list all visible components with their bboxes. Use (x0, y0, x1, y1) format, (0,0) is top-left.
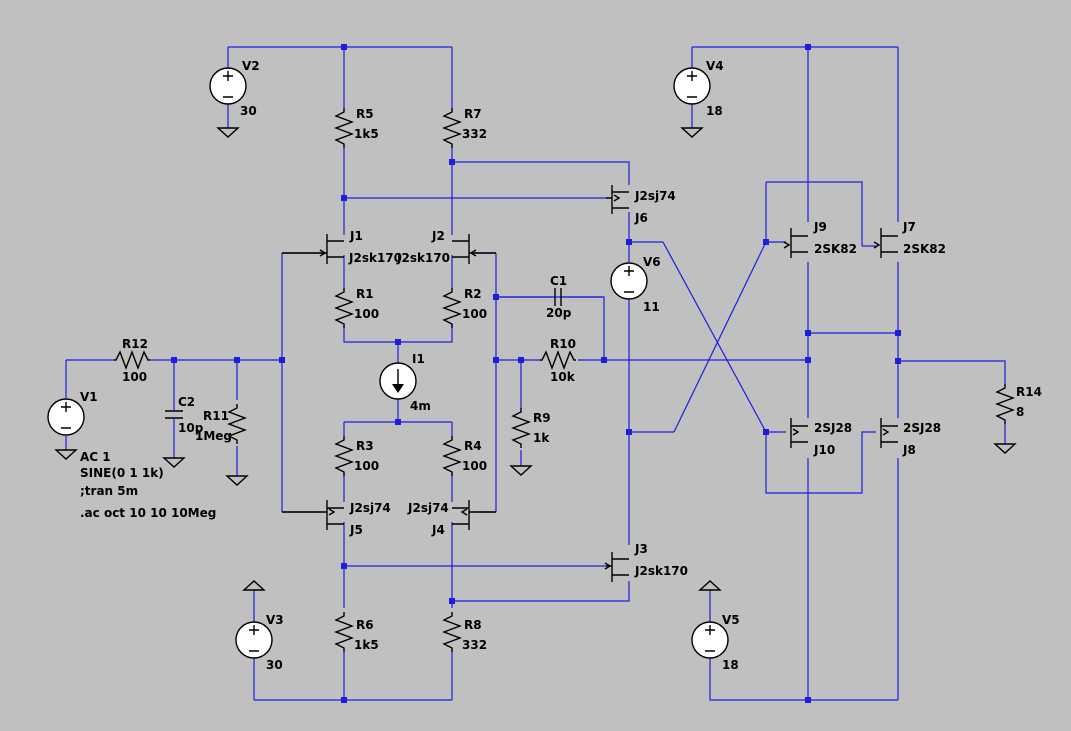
j10-model: 2SJ28 (814, 421, 852, 435)
r7-value: 332 (462, 127, 487, 141)
c1-value: 20p (546, 306, 572, 320)
v1-line-2: SINE(0 1 1k) (80, 466, 164, 480)
j7-name: J7 (902, 220, 916, 234)
j8-name: J8 (902, 443, 916, 457)
source-v1 (47, 398, 85, 460)
c2-value: 10p (178, 421, 204, 435)
j6-name: J6 (634, 211, 648, 225)
v1-line-3: ;tran 5m (80, 484, 138, 498)
labels: V2 30 V3 30 V4 18 V5 18 V6 11 V1 AC 1 SI… (80, 59, 1042, 672)
j2-model: J2sk170 (396, 251, 450, 265)
j4-name: J4 (431, 523, 445, 537)
r3-name: R3 (356, 439, 374, 453)
j5-model: J2sj74 (349, 501, 391, 515)
j3-name: J3 (634, 542, 648, 556)
r14-value: 8 (1016, 405, 1024, 419)
r4-value: 100 (462, 459, 487, 473)
wires (65, 46, 1006, 701)
j4-model: J2sj74 (407, 501, 449, 515)
r3-value: 100 (354, 459, 379, 473)
j1-model: J2sk170 (348, 251, 402, 265)
v5-value: 18 (722, 658, 739, 672)
v6-value: 11 (643, 300, 660, 314)
c1-name: C1 (550, 274, 567, 288)
c2-name: C2 (178, 395, 195, 409)
spice-directive: .ac oct 10 10 10Meg (80, 506, 216, 520)
ground-symbols (162, 443, 1017, 486)
v3-value: 30 (266, 658, 283, 672)
r5-value: 1k5 (354, 127, 379, 141)
r8-value: 332 (462, 638, 487, 652)
j9-name: J9 (813, 220, 827, 234)
resistors (114, 108, 1015, 652)
r12-value: 100 (122, 370, 147, 384)
v2-value: 30 (240, 104, 257, 118)
i1-value: 4m (410, 399, 431, 413)
source-v3 (235, 580, 273, 659)
source-v4 (673, 67, 711, 138)
source-v5 (691, 580, 729, 659)
r2-name: R2 (464, 287, 482, 301)
v1-name: V1 (80, 390, 98, 404)
j8-model: 2SJ28 (903, 421, 941, 435)
junction-dots (171, 44, 901, 703)
capacitors (165, 288, 604, 425)
r9-name: R9 (533, 411, 551, 425)
v6-name: V6 (643, 255, 661, 269)
v4-value: 18 (706, 104, 723, 118)
r8-name: R8 (464, 618, 482, 632)
r5-name: R5 (356, 107, 374, 121)
v1-line-1: AC 1 (80, 450, 111, 464)
r2-value: 100 (462, 307, 487, 321)
r11-name: R11 (203, 409, 229, 423)
r1-value: 100 (354, 307, 379, 321)
v2-name: V2 (242, 59, 260, 73)
r7-name: R7 (464, 107, 482, 121)
j10-name: J10 (813, 443, 835, 457)
j6-model: J2sj74 (634, 189, 676, 203)
source-v2 (209, 67, 247, 138)
r9-value: 1k (533, 431, 550, 445)
r14-name: R14 (1016, 385, 1042, 399)
r12-name: R12 (122, 337, 148, 351)
r1-name: R1 (356, 287, 374, 301)
source-i1 (379, 362, 417, 400)
r4-name: R4 (464, 439, 482, 453)
v5-name: V5 (722, 613, 740, 627)
source-v6 (610, 262, 648, 300)
r6-value: 1k5 (354, 638, 379, 652)
j7-model: 2SK82 (903, 242, 946, 256)
j1-name: J1 (349, 229, 363, 243)
jfets (282, 185, 898, 582)
r10-value: 10k (550, 370, 576, 384)
v4-name: V4 (706, 59, 724, 73)
r11-value: 1Meg (195, 429, 232, 443)
v3-name: V3 (266, 613, 284, 627)
j3-model: J2sk170 (634, 564, 688, 578)
i1-name: I1 (412, 352, 425, 366)
r6-name: R6 (356, 618, 374, 632)
r10-name: R10 (550, 337, 576, 351)
j9-model: 2SK82 (814, 242, 857, 256)
j5-name: J5 (349, 523, 363, 537)
j2-name: J2 (431, 229, 445, 243)
